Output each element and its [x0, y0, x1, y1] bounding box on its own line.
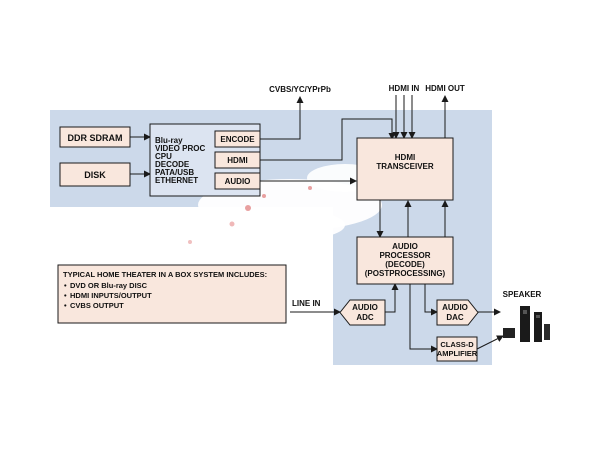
smudge-speck [308, 186, 312, 190]
hdmi-transceiver-label-2: TRANSCEIVER [376, 162, 434, 171]
audio-dac-label-1: AUDIO [442, 303, 468, 312]
ddr-sdram-block [59, 126, 131, 148]
ddr-sdram-label: DDR SDRAM [68, 133, 123, 143]
system-notes-box [57, 264, 287, 324]
class-d-amplifier-block [436, 336, 478, 362]
audio-adc-label-1: AUDIO [352, 303, 378, 312]
cpu-label-6: ETHERNET [155, 176, 198, 185]
smudge-speck [229, 221, 235, 227]
audio-processor-label-3: (DECODE) [385, 260, 425, 269]
audio-adc-block [339, 299, 386, 326]
connections [124, 95, 504, 353]
speaker-label: SPEAKER [503, 290, 542, 299]
edge-processor-classd [409, 284, 438, 353]
edge-hdmi-transceiver [260, 118, 396, 161]
speaker-system-icon [503, 306, 550, 342]
audio-processor-label-2: PROCESSOR [379, 251, 430, 260]
notes-title: TYPICAL HOME THEATER IN A BOX SYSTEM INC… [63, 270, 267, 279]
audio-adc-label-2: ADC [356, 313, 374, 322]
hdmi-transceiver-block [356, 137, 454, 201]
notes-bullet: • [64, 291, 67, 300]
notes-item: HDMI INPUTS/OUTPUT [70, 291, 152, 300]
audio-processor-block [356, 236, 454, 285]
audio-processor-label-1: AUDIO [392, 242, 418, 251]
audio-dac-label-2: DAC [446, 313, 464, 322]
hdmi-port-label: HDMI [227, 156, 247, 165]
audio-port-label: AUDIO [225, 177, 251, 186]
smudge-speck [262, 194, 266, 198]
hdmi-transceiver-label-1: HDMI [395, 153, 415, 162]
audio-processor-label-4: (POSTPROCESSING) [365, 269, 446, 278]
smudge-speck [245, 205, 251, 211]
notes-item: DVD OR Blu-ray DISC [70, 281, 148, 290]
notes-bullet: • [64, 281, 67, 290]
edge-classd-speaker [476, 335, 504, 350]
disk-label: DISK [84, 170, 106, 180]
audio-port-block [214, 172, 261, 190]
encode-block [214, 130, 261, 148]
class-d-label-2: AMPLIFIER [437, 349, 478, 358]
hdmi-in-label: HDMI IN [389, 84, 420, 93]
cvbs-output-label: CVBS/YC/YPrPb [269, 85, 331, 94]
edge-encode-cvbs [260, 96, 304, 140]
smudge-artifact [135, 213, 275, 257]
hdmi-out-label: HDMI OUT [425, 84, 465, 93]
audio-dac-block [436, 299, 479, 326]
notes-item: CVBS OUTPUT [70, 301, 124, 310]
notes-bullet: • [64, 301, 67, 310]
cpu-label-4: DECODE [155, 160, 190, 169]
smudge-speck [188, 240, 192, 244]
encode-label: ENCODE [220, 135, 255, 144]
hdmi-port-block [214, 151, 261, 169]
cpu-label-1: Blu-ray [155, 136, 183, 145]
smudge-artifact [255, 211, 345, 239]
cpu-label-2: VIDEO PROC [155, 144, 205, 153]
line-in-label: LINE IN [292, 299, 321, 308]
edge-adc-processor [385, 283, 399, 313]
cpu-label-3: CPU [155, 152, 172, 161]
cpu-label-5: PATA/USB [155, 168, 194, 177]
class-d-label-1: CLASS-D [440, 340, 474, 349]
edge-processor-dac [424, 284, 438, 316]
disk-block [59, 162, 131, 187]
